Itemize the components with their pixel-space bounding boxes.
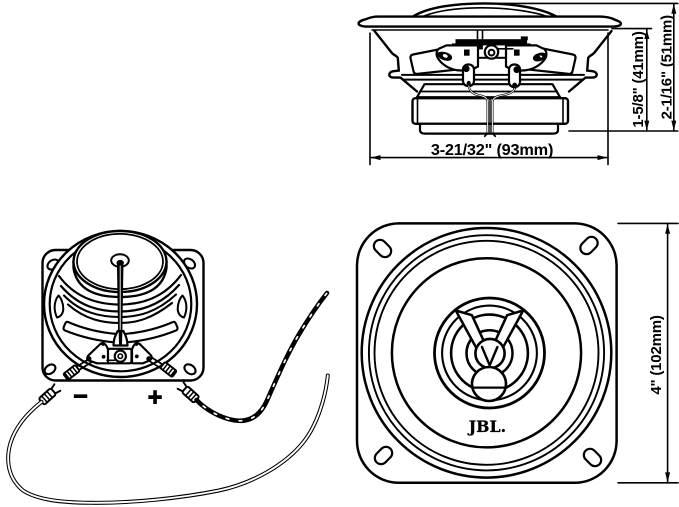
side-wire-left-core — [468, 85, 489, 134]
rear-tab-stripes — [162, 363, 174, 375]
rear-wing-right-dot-1 — [134, 341, 139, 346]
side-bracket-screw — [483, 44, 500, 60]
side-bracket-screw-hole — [487, 48, 496, 57]
front-screw-slot-bottom-right — [582, 447, 603, 468]
side-arm-right-slot — [514, 49, 520, 56]
rear-wing-right-dot-3 — [146, 356, 152, 362]
wire-right — [194, 290, 330, 424]
side-arm-left-hole — [442, 54, 448, 58]
connector-right-fork — [176, 381, 188, 393]
arrow-depth-bottom — [644, 120, 650, 131]
dim-label-size: 4" (102mm) — [648, 315, 665, 395]
arrow-width-left — [370, 155, 381, 161]
rear-bracket-screw — [113, 349, 127, 363]
rear-tab-stripes — [66, 366, 78, 378]
side-wire-right-core — [491, 88, 516, 134]
rear-slot-right — [176, 294, 188, 319]
speaker-wires — [6, 290, 330, 505]
side-wires — [467, 84, 516, 138]
side-arm-left-slot — [464, 49, 470, 56]
side-terminal-bracket — [435, 29, 548, 90]
connector-left-fork — [50, 383, 62, 395]
front-cone-edge — [390, 256, 583, 449]
side-dome — [411, 2, 558, 18]
dim-label-width: 3-21/32" (93mm) — [431, 142, 553, 159]
wire-connector-left — [38, 383, 62, 406]
side-bottom-plate — [418, 122, 560, 135]
side-dimensions: 3-21/32" (93mm) 1-5/8" (41mm) 2-1/16" (5… — [369, 2, 679, 166]
side-post-right-dot — [512, 82, 518, 90]
side-bracket-bar — [455, 39, 528, 45]
arrow-size-bottom — [665, 472, 671, 483]
rear-view: − + — [41, 229, 205, 412]
rear-label-positive: + — [148, 384, 163, 412]
rear-hole-bottom-left — [43, 363, 57, 376]
rear-terminal-bracket — [73, 341, 166, 372]
front-view: JBL. — [355, 222, 618, 485]
rear-label-negative: − — [73, 383, 88, 411]
front-port — [470, 365, 508, 403]
side-wire-foot-right — [491, 132, 497, 138]
side-wire-foot-left — [483, 132, 489, 138]
rear-tab-tip — [169, 369, 177, 378]
arrow-height-bottom — [671, 120, 677, 131]
side-basket-left — [373, 29, 419, 93]
rear-wing-left-dot-2 — [101, 354, 106, 359]
front-logo: JBL. — [467, 417, 507, 436]
side-arm-right-speck — [539, 55, 543, 58]
dim-label-depth: 1-5/8" (41mm) — [630, 31, 647, 127]
side-view — [357, 2, 623, 138]
rear-hole-bottom-right — [183, 363, 197, 376]
rear-pin-head — [116, 259, 124, 266]
rear-wing-left-dot-3 — [86, 356, 92, 362]
rear-wing-left-dot-1 — [101, 341, 106, 346]
arrow-height-top — [671, 4, 677, 14]
side-basket-right — [567, 29, 613, 93]
side-post-right-blob — [513, 66, 521, 74]
side-bracket-step — [520, 36, 528, 41]
rear-window-left — [62, 320, 119, 344]
connector-left-stripes — [40, 390, 54, 404]
side-post-left-dot — [466, 80, 471, 87]
side-arm-right-blob — [532, 52, 547, 62]
front-bridge-tip — [480, 345, 499, 367]
wire-left-core — [7, 374, 329, 504]
arrow-depth-top — [644, 29, 650, 39]
wire-right-dashes — [195, 292, 328, 422]
front-screw-slot-top-right — [579, 235, 599, 256]
rear-tab-tip — [63, 372, 71, 381]
front-rim-outer — [360, 226, 613, 479]
rear-pin-flare-core — [118, 331, 123, 347]
front-rim-2 — [367, 234, 606, 472]
rear-tab-negative — [62, 364, 81, 381]
side-flange — [357, 15, 623, 28]
dim-label-height: 2-1/16" (51mm) — [658, 15, 675, 120]
arrow-size-top — [665, 224, 671, 234]
front-screw-slot-top-left — [372, 238, 393, 259]
side-bracket-nub — [478, 44, 483, 50]
rear-slot-left — [53, 294, 65, 319]
rear-bracket-screw-hole — [117, 353, 124, 360]
side-dome-inner — [423, 6, 547, 17]
front-dimension: 4" (102mm) — [617, 222, 679, 484]
side-post-left-blob — [462, 65, 470, 73]
rear-tab-positive — [159, 361, 178, 378]
rear-wing-right-dot-2 — [134, 354, 139, 359]
front-tweeter-outer — [433, 296, 546, 410]
connector-right-stripes — [184, 388, 198, 402]
rear-window-right — [122, 320, 179, 344]
front-rim-3 — [373, 239, 600, 466]
arrow-width-right — [597, 155, 608, 161]
